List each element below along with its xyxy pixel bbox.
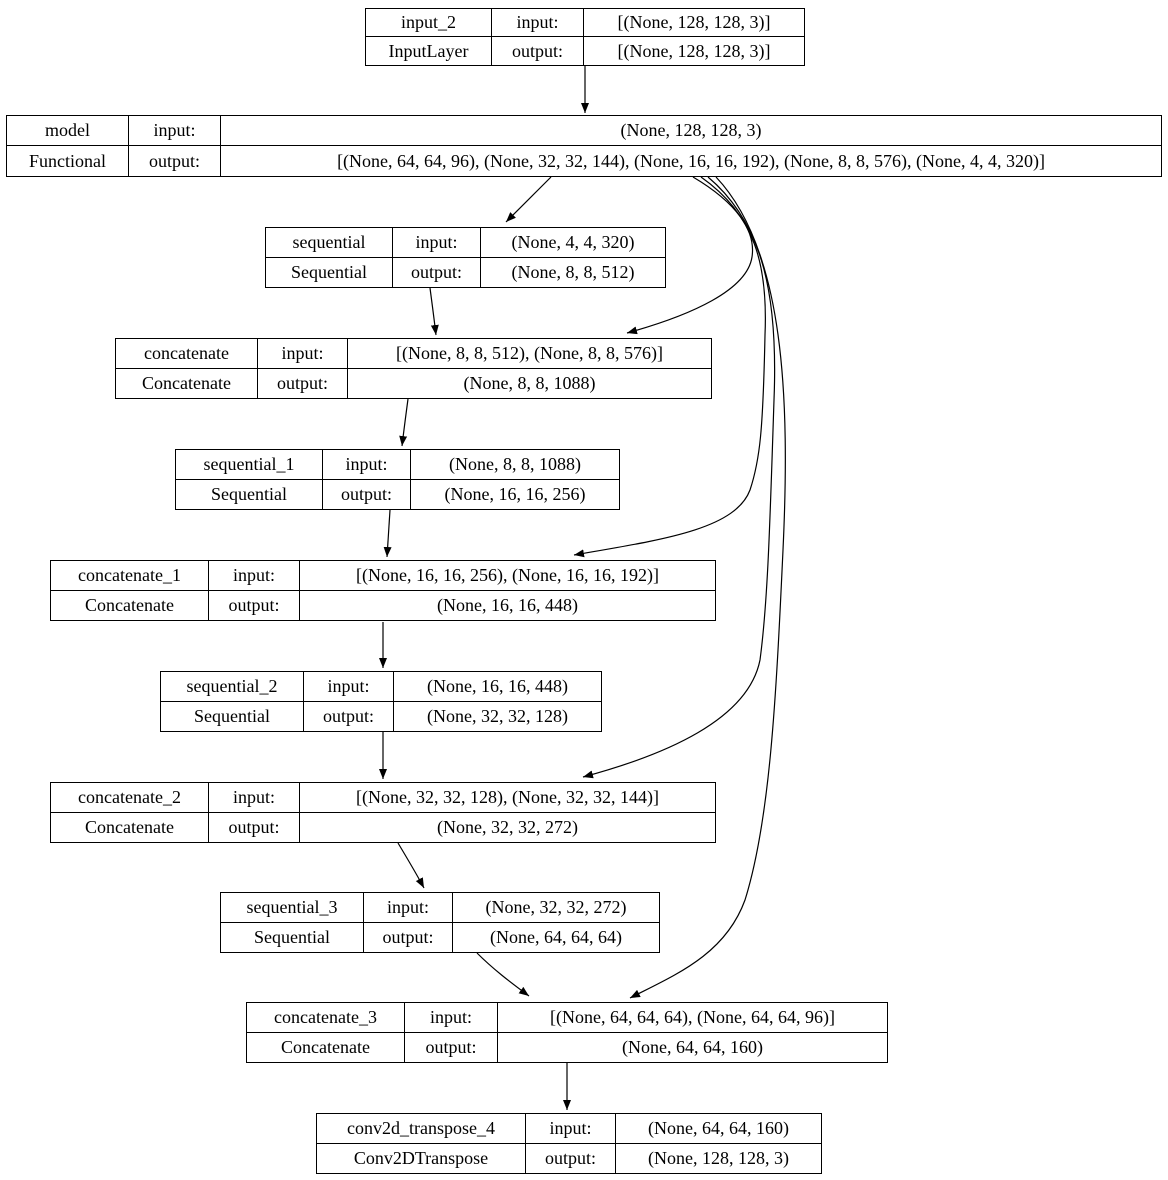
input-shape: (None, 128, 128, 3) [221,116,1161,146]
input-shape: [(None, 16, 16, 256), (None, 16, 16, 192… [300,561,715,591]
input-shape: [(None, 8, 8, 512), (None, 8, 8, 576)] [348,339,711,369]
output-label: output: [209,590,300,620]
input-shape: (None, 64, 64, 160) [616,1114,821,1144]
layer-class: Sequential [176,479,323,509]
output-label: output: [364,922,453,952]
input-shape: (None, 32, 32, 272) [453,893,659,923]
layer-class: Sequential [161,701,304,731]
input-label: input: [526,1114,616,1144]
layer-class: Concatenate [51,590,209,620]
node-concatenate: concatenate input: [(None, 8, 8, 512), (… [115,338,712,399]
input-label: input: [129,116,221,146]
node-input_2: input_2 input: [(None, 128, 128, 3)] Inp… [365,8,805,66]
edge-concatenate_2-sequential_3 [397,842,425,889]
output-label: output: [393,257,481,287]
edge-sequential_1-concatenate_1 [383,509,392,558]
layer-name: conv2d_transpose_4 [317,1114,526,1144]
output-label: output: [258,368,348,398]
layer-name: concatenate [116,339,258,369]
output-shape: (None, 8, 8, 1088) [463,372,596,393]
output-shape: (None, 64, 64, 160) [622,1036,763,1057]
output-label: output: [304,701,394,731]
output-shape: (None, 32, 32, 272) [437,816,578,837]
input-label: input: [209,783,300,813]
node-model: model input: (None, 128, 128, 3) Functio… [6,115,1162,177]
edge-sequential-concatenate [429,287,439,336]
node-sequential_2: sequential_2 input: (None, 16, 16, 448) … [160,671,602,732]
output-label: output: [526,1143,616,1173]
output-shape: (None, 16, 16, 256) [444,483,586,504]
output-shape: (None, 128, 128, 3) [648,1147,789,1168]
layer-class: Sequential [266,257,393,287]
node-sequential_1: sequential_1 input: (None, 8, 8, 1088) S… [175,449,620,510]
layer-name: sequential_3 [221,893,364,923]
layer-name: sequential_1 [176,450,323,480]
input-shape: [(None, 128, 128, 3)] [584,9,804,37]
output-label: output: [405,1032,498,1062]
layer-class: Functional [7,146,129,176]
output-shape: [(None, 64, 64, 96), (None, 32, 32, 144)… [337,150,1045,171]
input-shape: (None, 8, 8, 1088) [411,450,619,480]
layer-name: concatenate_1 [51,561,209,591]
output-shape: (None, 8, 8, 512) [511,261,635,282]
node-concatenate_2: concatenate_2 input: [(None, 32, 32, 128… [50,782,716,843]
output-shape: (None, 64, 64, 64) [490,926,622,947]
node-conv2d_transpose_4: conv2d_transpose_4 input: (None, 64, 64,… [316,1113,822,1174]
node-sequential: sequential input: (None, 4, 4, 320) Sequ… [265,227,666,288]
edge-sequential_3-concatenate_3 [476,952,530,997]
output-label: output: [209,812,300,842]
layer-name: concatenate_2 [51,783,209,813]
output-label: output: [129,146,221,176]
layer-name: concatenate_3 [247,1003,405,1033]
layer-class: Concatenate [116,368,258,398]
input-label: input: [258,339,348,369]
layer-class: Sequential [221,922,364,952]
input-label: input: [393,228,481,258]
input-label: input: [364,893,453,923]
input-shape: (None, 16, 16, 448) [394,672,601,702]
input-label: input: [304,672,394,702]
edge-concatenate-sequential_1 [399,398,409,447]
layer-class: Conv2DTranspose [317,1143,526,1173]
node-concatenate_1: concatenate_1 input: [(None, 16, 16, 256… [50,560,716,621]
output-shape: (None, 16, 16, 448) [437,594,578,615]
edge-model-sequential [505,176,552,223]
output-shape: [(None, 128, 128, 3)] [617,40,771,61]
layer-name: sequential [266,228,393,258]
layer-name: model [7,116,129,146]
input-label: input: [405,1003,498,1033]
input-shape: (None, 4, 4, 320) [481,228,665,258]
node-concatenate_3: concatenate_3 input: [(None, 64, 64, 64)… [246,1002,888,1063]
output-label: output: [323,479,411,509]
layer-name: sequential_2 [161,672,304,702]
layer-class: Concatenate [51,812,209,842]
layer-name: input_2 [366,9,492,37]
input-label: input: [323,450,411,480]
input-shape: [(None, 64, 64, 64), (None, 64, 64, 96)] [498,1003,887,1033]
output-label: output: [492,37,584,65]
output-shape: (None, 32, 32, 128) [427,705,568,726]
layer-class: InputLayer [366,37,492,65]
input-label: input: [209,561,300,591]
input-label: input: [492,9,584,37]
input-shape: [(None, 32, 32, 128), (None, 32, 32, 144… [300,783,715,813]
layer-class: Concatenate [247,1032,405,1062]
node-sequential_3: sequential_3 input: (None, 32, 32, 272) … [220,892,660,953]
